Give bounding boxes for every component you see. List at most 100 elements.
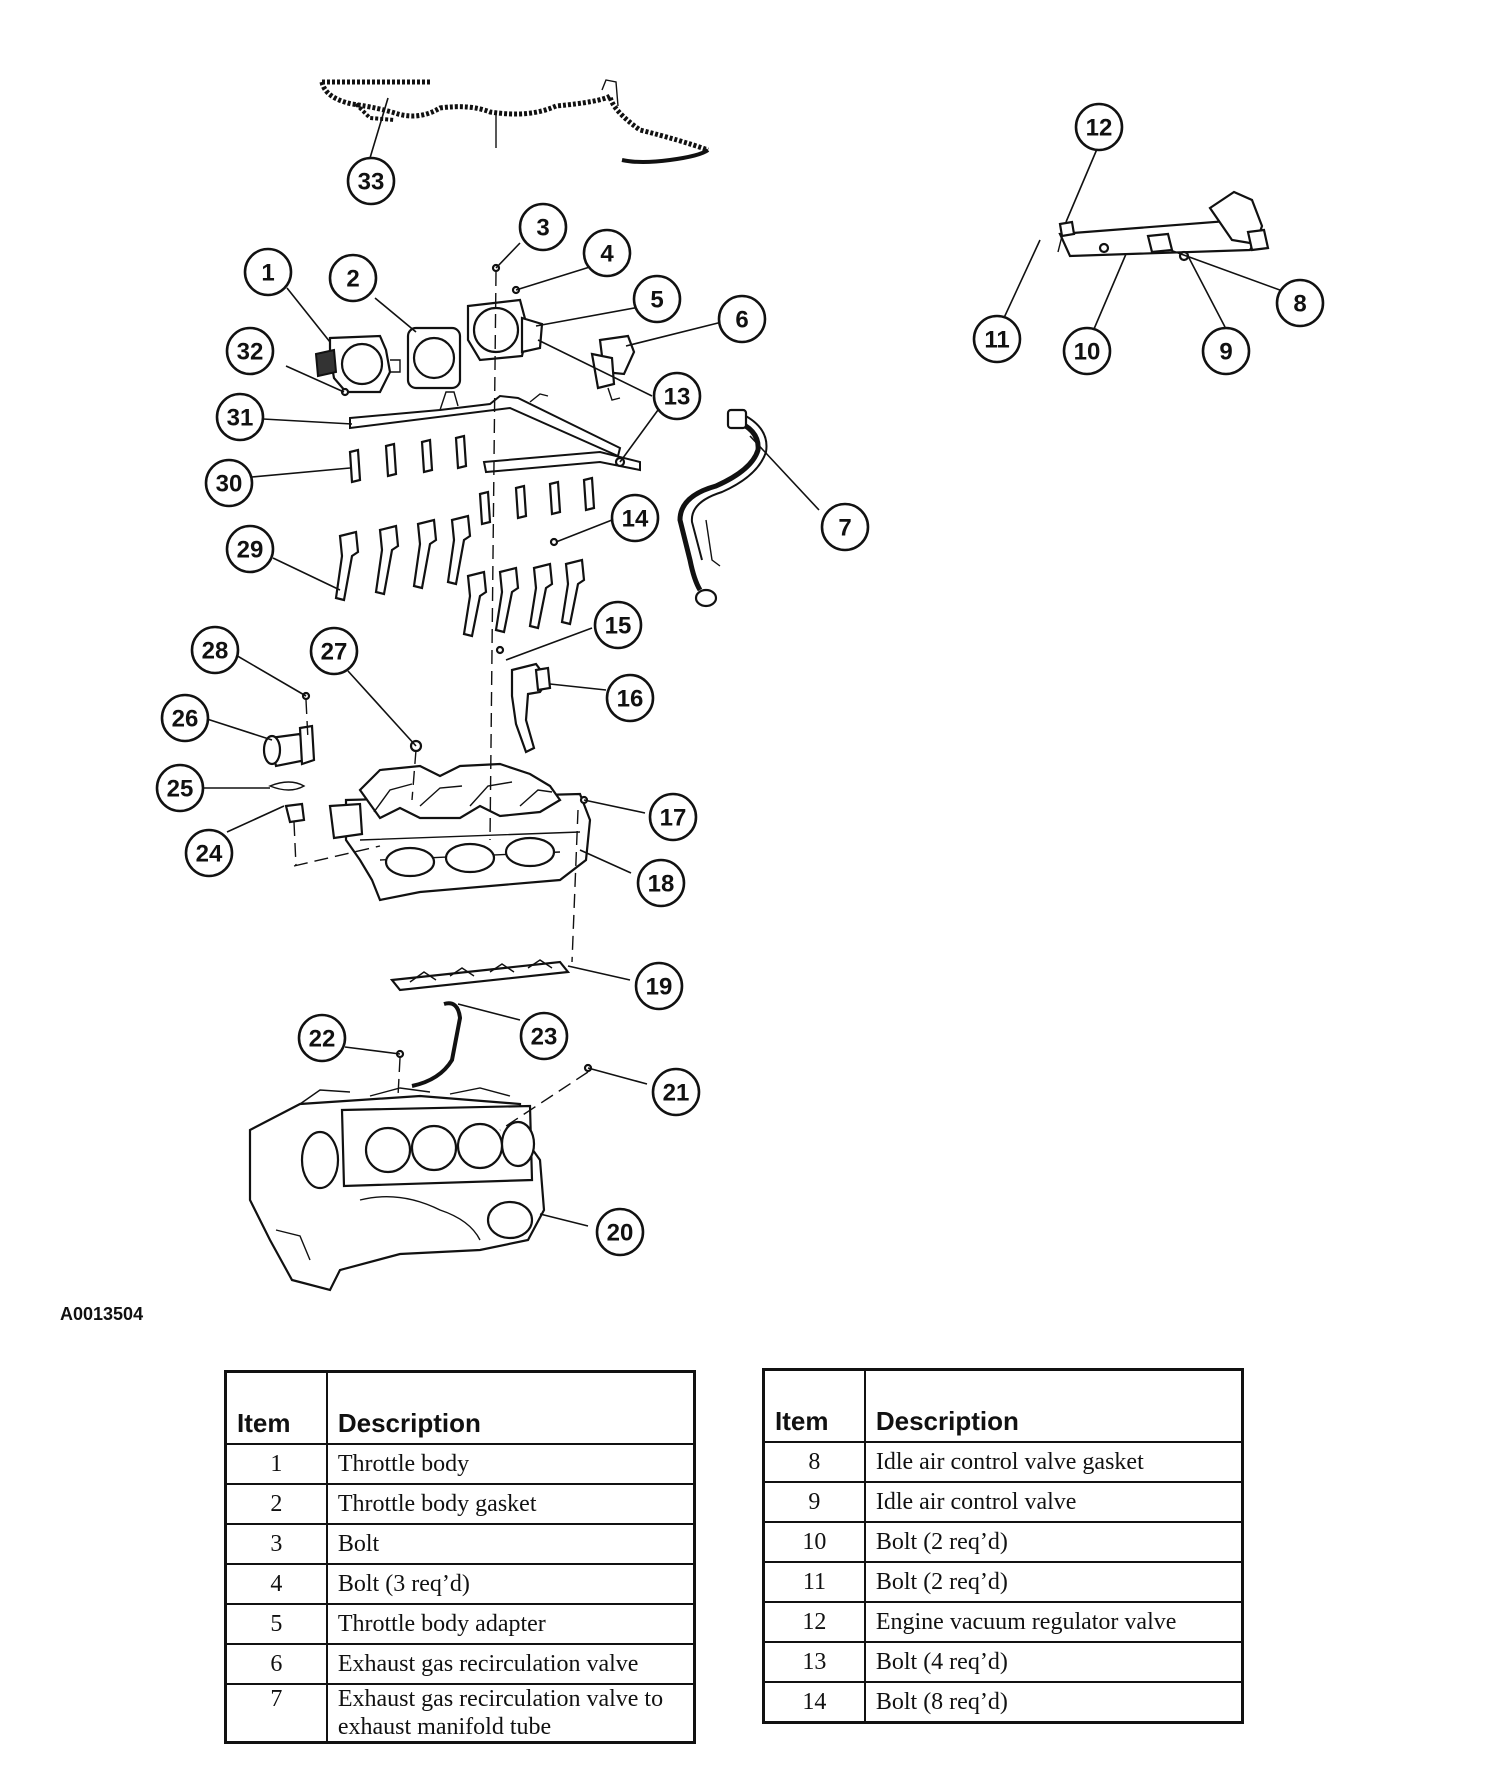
description-header: Description bbox=[863, 1368, 1244, 1443]
callout-22: 22 bbox=[297, 1013, 347, 1063]
manifold-gasket-drawing bbox=[389, 959, 571, 992]
callout-33: 33 bbox=[346, 156, 396, 206]
item-number: 3 bbox=[224, 1523, 328, 1565]
egr-tube-drawing bbox=[677, 408, 768, 608]
item-description: Bolt (3 req’d) bbox=[325, 1563, 696, 1605]
throttle-body-drawing bbox=[314, 334, 401, 394]
callout-label: 20 bbox=[607, 1220, 634, 1247]
description-header: Description bbox=[325, 1370, 696, 1445]
callout-18: 18 bbox=[636, 858, 686, 908]
item-header: Item bbox=[224, 1370, 328, 1445]
callout-label: 31 bbox=[227, 405, 254, 432]
callout-label: 10 bbox=[1074, 339, 1101, 366]
item-description: Bolt (2 req’d) bbox=[863, 1561, 1244, 1603]
callout-9: 9 bbox=[1201, 326, 1251, 376]
item-header: Item bbox=[762, 1368, 866, 1443]
item-number: 4 bbox=[224, 1563, 328, 1605]
fuel-rail-drawing bbox=[349, 391, 641, 474]
item-number: 12 bbox=[762, 1601, 866, 1643]
callout-21: 21 bbox=[651, 1067, 701, 1117]
callout-label: 22 bbox=[309, 1026, 336, 1053]
callout-15: 15 bbox=[593, 600, 643, 650]
item-number: 14 bbox=[762, 1681, 866, 1724]
callout-27: 27 bbox=[309, 626, 359, 676]
callout-label: 32 bbox=[237, 339, 264, 366]
callout-label: 17 bbox=[660, 805, 687, 832]
callout-label: 3 bbox=[536, 215, 549, 242]
callout-label: 26 bbox=[172, 706, 199, 733]
callout-11: 11 bbox=[972, 314, 1022, 364]
wiring-harness-drawing bbox=[319, 79, 710, 164]
item-number: 13 bbox=[762, 1641, 866, 1683]
item-description: Engine vacuum regulator valve bbox=[863, 1601, 1244, 1643]
callout-19: 19 bbox=[634, 961, 684, 1011]
dipstick-tube-drawing bbox=[411, 1001, 463, 1088]
callout-13: 13 bbox=[652, 371, 702, 421]
callout-label: 12 bbox=[1086, 115, 1113, 142]
callout-17: 17 bbox=[648, 792, 698, 842]
callout-label: 33 bbox=[358, 169, 385, 196]
callout-label: 13 bbox=[664, 384, 691, 411]
callout-label: 15 bbox=[605, 613, 632, 640]
callout-6: 6 bbox=[717, 294, 767, 344]
callout-32: 32 bbox=[225, 326, 275, 376]
callout-label: 19 bbox=[646, 974, 673, 1001]
intake-manifold-drawing bbox=[328, 762, 592, 902]
callout-3: 3 bbox=[518, 202, 568, 252]
callout-label: 6 bbox=[735, 307, 748, 334]
callout-label: 9 bbox=[1219, 339, 1232, 366]
item-description: Exhaust gas recirculation valve to exhau… bbox=[325, 1683, 696, 1744]
callout-23: 23 bbox=[519, 1011, 569, 1061]
leader-lines bbox=[202, 97, 1289, 1227]
item-number: 9 bbox=[762, 1481, 866, 1523]
callout-8: 8 bbox=[1275, 278, 1325, 328]
callout-label: 18 bbox=[648, 871, 675, 898]
callout-31: 31 bbox=[215, 392, 265, 442]
callout-label: 30 bbox=[216, 471, 243, 498]
iac-assembly-drawing bbox=[1057, 190, 1270, 262]
callout-label: 14 bbox=[622, 506, 649, 533]
sensor-24-drawing bbox=[284, 802, 306, 824]
egr-valve-drawing bbox=[590, 334, 636, 401]
fuel-injectors-drawing bbox=[348, 434, 596, 526]
callout-label: 7 bbox=[838, 515, 851, 542]
callout-2: 2 bbox=[328, 253, 378, 303]
callout-14: 14 bbox=[610, 493, 660, 543]
item-description: Throttle body adapter bbox=[325, 1603, 696, 1645]
bracket-drawing bbox=[510, 662, 552, 754]
callout-7: 7 bbox=[820, 502, 870, 552]
item-description: Bolt bbox=[325, 1523, 696, 1565]
callout-label: 28 bbox=[202, 638, 229, 665]
callout-1: 1 bbox=[243, 247, 293, 297]
callout-label: 29 bbox=[237, 537, 264, 564]
callout-label: 25 bbox=[167, 776, 194, 803]
exploded-engine-diagram: 1 2 3 4 5 6 7 8 9 10 11 12 13 14 15 16 1… bbox=[155, 79, 1325, 1292]
callout-label: 5 bbox=[650, 287, 663, 314]
callout-16: 16 bbox=[605, 673, 655, 723]
callout-4: 4 bbox=[582, 228, 632, 278]
callout-label: 8 bbox=[1293, 291, 1306, 318]
callout-label: 16 bbox=[617, 686, 644, 713]
callout-25: 25 bbox=[155, 763, 205, 813]
callout-28: 28 bbox=[190, 625, 240, 675]
item-number: 2 bbox=[224, 1483, 328, 1525]
callout-20: 20 bbox=[595, 1207, 645, 1257]
callout-label: 21 bbox=[663, 1080, 690, 1107]
callout-label: 1 bbox=[261, 260, 274, 287]
item-number: 11 bbox=[762, 1561, 866, 1603]
callout-label: 4 bbox=[600, 241, 614, 268]
